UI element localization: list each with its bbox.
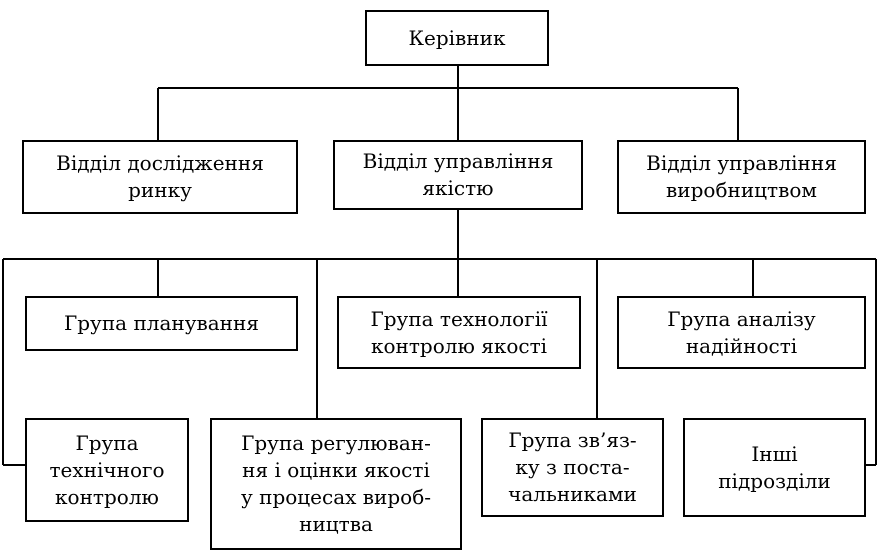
node-label: Група регулюван- ня і оцінки якості у пр…: [241, 431, 431, 536]
group-planning: Група планування: [25, 296, 298, 351]
department-market-research: Відділ дослідження ринку: [22, 140, 298, 214]
group-reliability-analysis: Група аналізу надійності: [617, 296, 866, 369]
node-label: Відділ дослідження ринку: [56, 151, 264, 202]
node-label: Група зв’яз- ку з поста- чальниками: [508, 428, 637, 506]
node-label: Відділ управління якістю: [362, 149, 554, 200]
group-other-units: Інші підрозділи: [683, 418, 866, 517]
group-quality-regulation: Група регулюван- ня і оцінки якості у пр…: [210, 418, 462, 550]
group-supplier-relations: Група зв’яз- ку з поста- чальниками: [481, 418, 664, 517]
node-label: Група технології контролю якості: [370, 306, 548, 358]
node-label: Інші підрозділи: [718, 441, 831, 493]
group-quality-control-technology: Група технології контролю якості: [337, 296, 581, 369]
node-label: Група планування: [64, 311, 259, 335]
department-production-management: Відділ управління виробництвом: [617, 140, 866, 214]
root-node: Керівник: [365, 10, 549, 66]
node-label: Керівник: [408, 25, 506, 50]
node-label: Група аналізу надійності: [667, 306, 816, 358]
node-label: Група технічного контролю: [49, 430, 165, 509]
department-quality-management: Відділ управління якістю: [333, 140, 583, 210]
node-label: Відділ управління виробництвом: [646, 151, 837, 202]
group-technical-control: Група технічного контролю: [25, 418, 189, 522]
